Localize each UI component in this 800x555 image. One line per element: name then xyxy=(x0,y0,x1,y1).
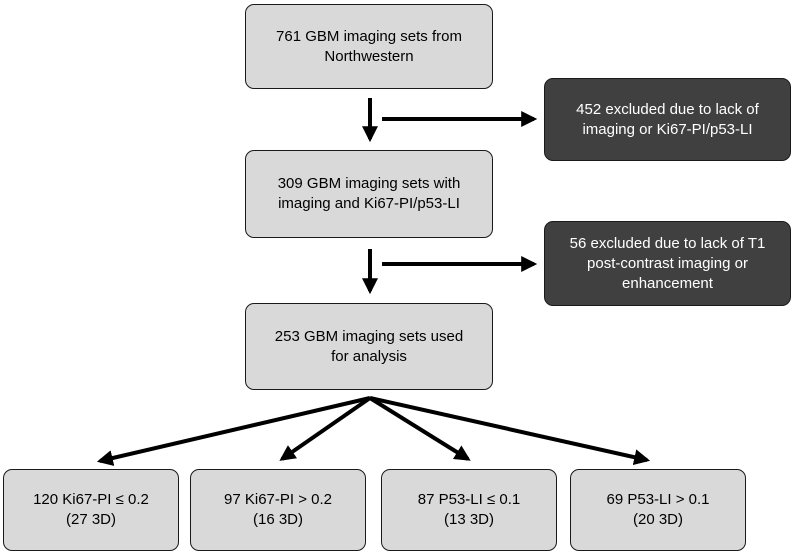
group-box-ki67-high: 97 Ki67-PI > 0.2 (16 3D) xyxy=(190,469,366,551)
group-box-p53-high: 69 P53-LI > 0.1 (20 3D) xyxy=(570,469,746,551)
arrow-to-group-1 xyxy=(96,396,371,466)
step-final-box: 253 GBM imaging sets used for analysis xyxy=(245,303,493,390)
group-box-ki67-low: 120 Ki67-PI ≤ 0.2 (27 3D) xyxy=(3,469,179,551)
excluded-box-2: 56 excluded due to lack of T1 post-contr… xyxy=(544,221,791,306)
group-box-p53-low: 87 P53-LI ≤ 0.1 (13 3D) xyxy=(381,469,557,551)
arrow-to-group-3 xyxy=(368,396,471,461)
arrow-to-group-4 xyxy=(369,396,651,466)
step-start-box: 761 GBM imaging sets from Northwestern xyxy=(245,4,493,89)
step-mid-box: 309 GBM imaging sets with imaging and Ki… xyxy=(245,150,493,238)
excluded-box-1: 452 excluded due to lack of imaging or K… xyxy=(544,78,791,161)
arrow-to-group-2 xyxy=(279,396,372,461)
